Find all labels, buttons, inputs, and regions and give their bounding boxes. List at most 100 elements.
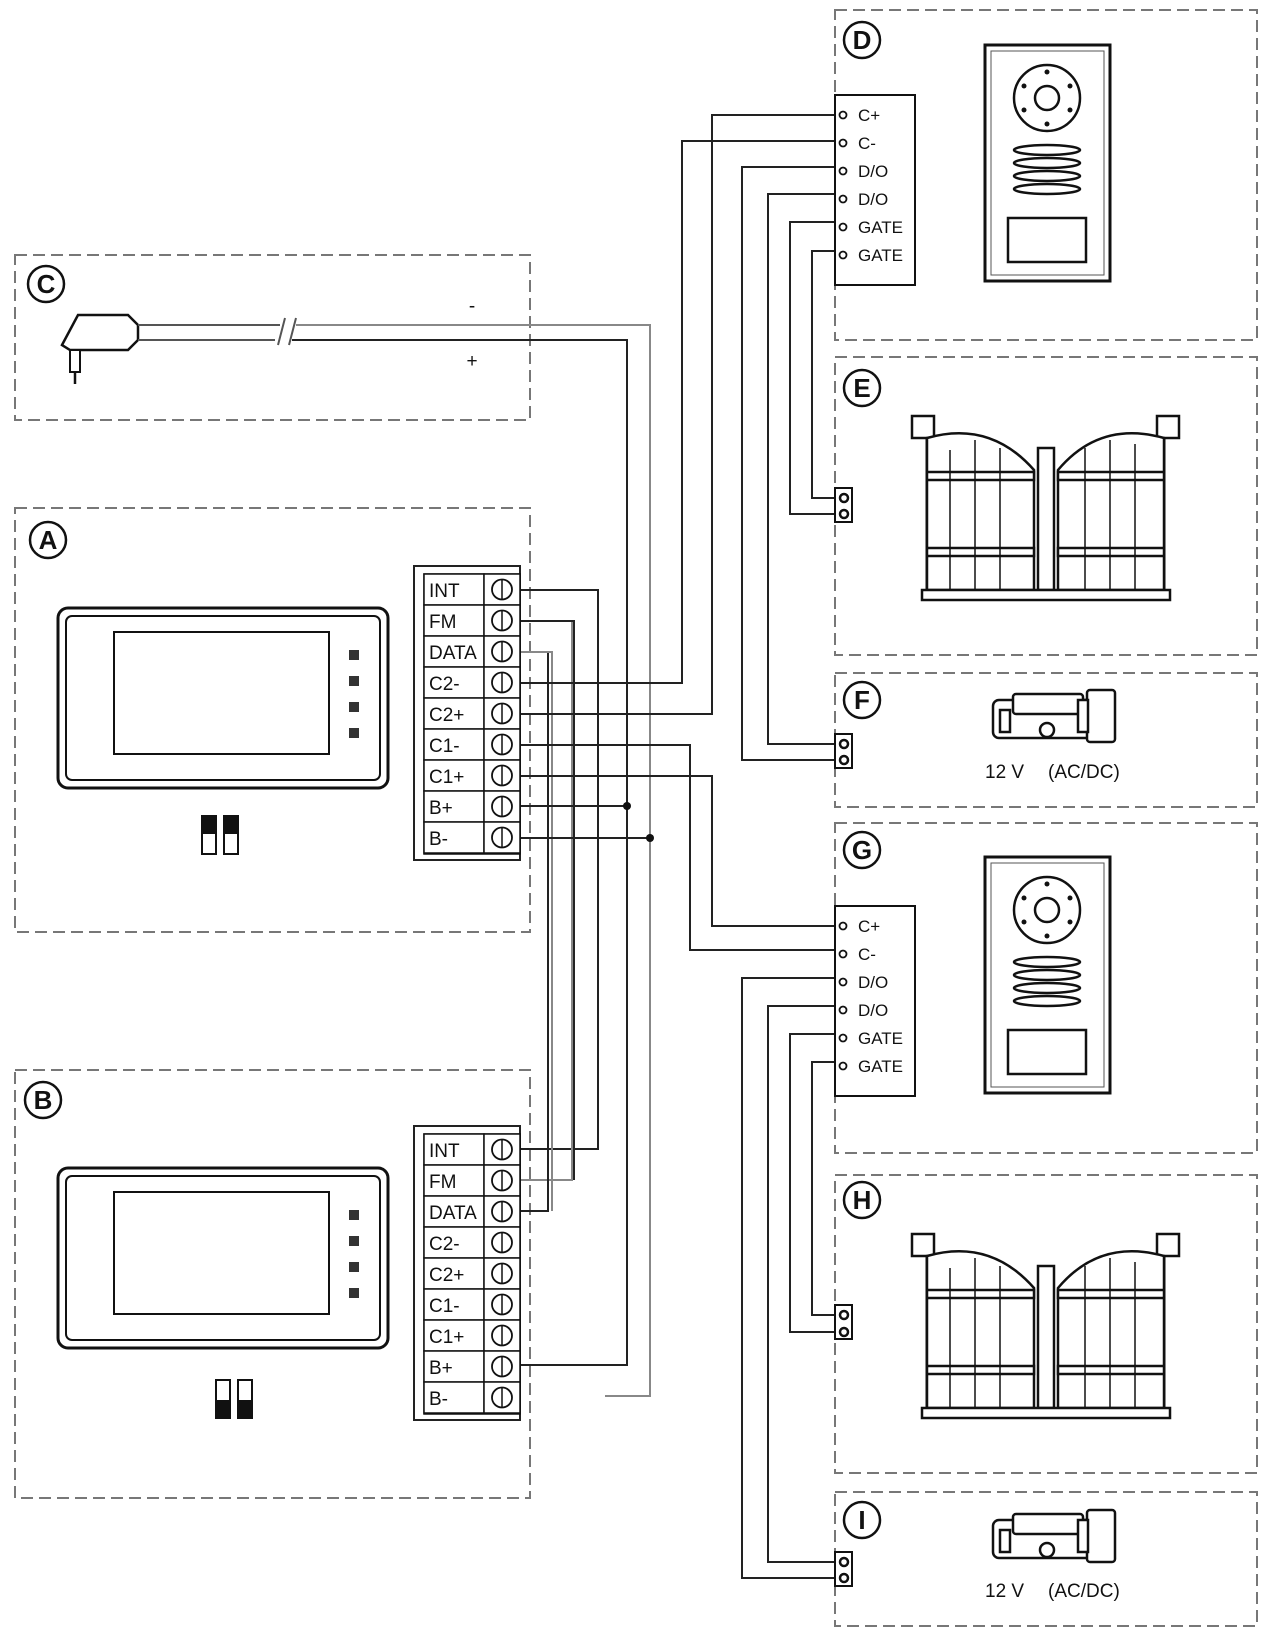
terminal-label: C2+ xyxy=(429,1265,464,1286)
terminal-b-bminus: B- xyxy=(423,1381,521,1414)
speaker-icon xyxy=(1012,955,1082,969)
terminal-a-c1minus: C1- xyxy=(423,728,521,761)
frame-b xyxy=(14,1069,531,1499)
terminal-dot-icon xyxy=(838,977,848,987)
terminal-a-c2minus: C2- xyxy=(423,666,521,699)
terminal-label: B+ xyxy=(429,1358,453,1379)
terminal-a-bplus: B+ xyxy=(423,790,521,823)
terminal-label: DATA xyxy=(429,1203,477,1224)
terminal-label: INT xyxy=(429,1141,460,1162)
terminal-label: C2- xyxy=(429,1234,460,1255)
terminal-a-int: INT xyxy=(423,573,521,606)
section-label-h: H xyxy=(842,1180,882,1220)
terminal-a-data: DATA xyxy=(423,635,521,668)
power-adapter: - + xyxy=(60,296,651,1397)
terminal-dot-icon xyxy=(838,1061,848,1071)
terminal-label: C1+ xyxy=(429,1327,464,1348)
svg-text:H: H xyxy=(853,1185,872,1215)
panel-g-terminal: GATE xyxy=(838,1057,903,1076)
monitor-button-icon xyxy=(349,1262,359,1272)
monitor-button-icon xyxy=(349,702,359,712)
panel-d-terminal: C+ xyxy=(838,106,880,125)
svg-text:D: D xyxy=(853,25,872,55)
section-label-g: G xyxy=(842,830,882,870)
svg-text:E: E xyxy=(853,373,870,403)
terminal-b-c2minus: C2- xyxy=(423,1226,521,1259)
power-plus-label: + xyxy=(466,351,477,372)
terminal-b-data: DATA xyxy=(423,1195,521,1228)
dip-switch-b xyxy=(215,1379,253,1419)
terminal-b-c1plus: C1+ xyxy=(423,1319,521,1352)
terminal-label: FM xyxy=(429,1172,456,1193)
terminal-label: B+ xyxy=(429,798,453,819)
monitor-b xyxy=(56,1166,390,1419)
terminal-a-c1plus: C1+ xyxy=(423,759,521,792)
section-label-d: D xyxy=(842,20,882,60)
terminal-dot-icon xyxy=(838,921,848,931)
panel-terminal-label: D/O xyxy=(858,1001,888,1020)
speaker-icon xyxy=(1012,143,1082,157)
lock-f: 12 V (AC/DC) xyxy=(834,688,1120,783)
terminal-label: INT xyxy=(429,581,460,602)
panel-terminal-label: D/O xyxy=(858,162,888,181)
svg-text:B: B xyxy=(34,1085,53,1115)
terminal-dot-icon xyxy=(838,222,848,232)
lock-voltage-label: 12 V xyxy=(985,1581,1024,1602)
gate-h xyxy=(834,1232,1181,1420)
panel-terminal-label: C- xyxy=(858,134,876,153)
terminal-label: C2+ xyxy=(429,705,464,726)
terminal-b-bplus: B+ xyxy=(423,1350,521,1383)
outdoor-panel-d xyxy=(834,43,1112,286)
panel-terminal-label: GATE xyxy=(858,218,903,237)
svg-text:G: G xyxy=(852,835,872,865)
power-minus-label: - xyxy=(469,296,475,317)
section-label-e: E xyxy=(842,368,882,408)
terminal-label: C1- xyxy=(429,1296,460,1317)
terminal-b-c1minus: C1- xyxy=(423,1288,521,1321)
panel-terminal-label: D/O xyxy=(858,190,888,209)
terminal-label: C2- xyxy=(429,674,460,695)
svg-text:A: A xyxy=(39,525,58,555)
outdoor-panel-g xyxy=(834,855,1112,1097)
section-label-a: A xyxy=(28,520,68,560)
panel-d-terminal: GATE xyxy=(838,246,903,265)
terminal-dot-icon xyxy=(838,1005,848,1015)
terminal-label: B- xyxy=(429,829,448,850)
panel-d-terminal: D/O xyxy=(838,162,888,181)
gate-e xyxy=(834,414,1181,602)
panel-terminal-label: C- xyxy=(858,945,876,964)
panel-g-terminal: GATE xyxy=(838,1029,903,1048)
panel-g-terminal: D/O xyxy=(838,973,888,992)
terminal-labels: INTFMDATAC2-C2+C1-C1+B+B-INTFMDATAC2-C2+… xyxy=(423,106,903,1414)
terminal-dot-icon xyxy=(838,138,848,148)
panel-terminal-label: GATE xyxy=(858,246,903,265)
terminal-b-c2plus: C2+ xyxy=(423,1257,521,1290)
frame-a xyxy=(14,507,531,933)
terminal-label: B- xyxy=(429,1389,448,1410)
terminal-b-fm: FM xyxy=(423,1164,521,1197)
terminal-dot-icon xyxy=(838,949,848,959)
monitor-button-icon xyxy=(349,650,359,660)
interconnect-wires xyxy=(505,114,843,1212)
monitor-button-icon xyxy=(349,1288,359,1298)
panel-terminal-label: C+ xyxy=(858,106,880,125)
svg-text:I: I xyxy=(858,1505,865,1535)
monitor-a xyxy=(56,606,390,855)
dip-switch-a xyxy=(201,815,239,855)
monitor-button-icon xyxy=(349,1236,359,1246)
call-button-icon xyxy=(1006,216,1088,264)
terminal-dot-icon xyxy=(838,194,848,204)
monitor-button-icon xyxy=(349,1210,359,1220)
terminal-dot-icon xyxy=(838,110,848,120)
terminal-a-bminus: B- xyxy=(423,821,521,854)
terminal-dot-icon xyxy=(838,1033,848,1043)
terminal-label: C1- xyxy=(429,736,460,757)
terminal-dot-icon xyxy=(838,166,848,176)
panel-d-terminal: D/O xyxy=(838,190,888,209)
monitor-button-icon xyxy=(349,728,359,738)
section-label-f: F xyxy=(842,680,882,720)
section-label-b: B xyxy=(23,1080,63,1120)
terminal-label: DATA xyxy=(429,643,477,664)
panel-g-terminal: D/O xyxy=(838,1001,888,1020)
